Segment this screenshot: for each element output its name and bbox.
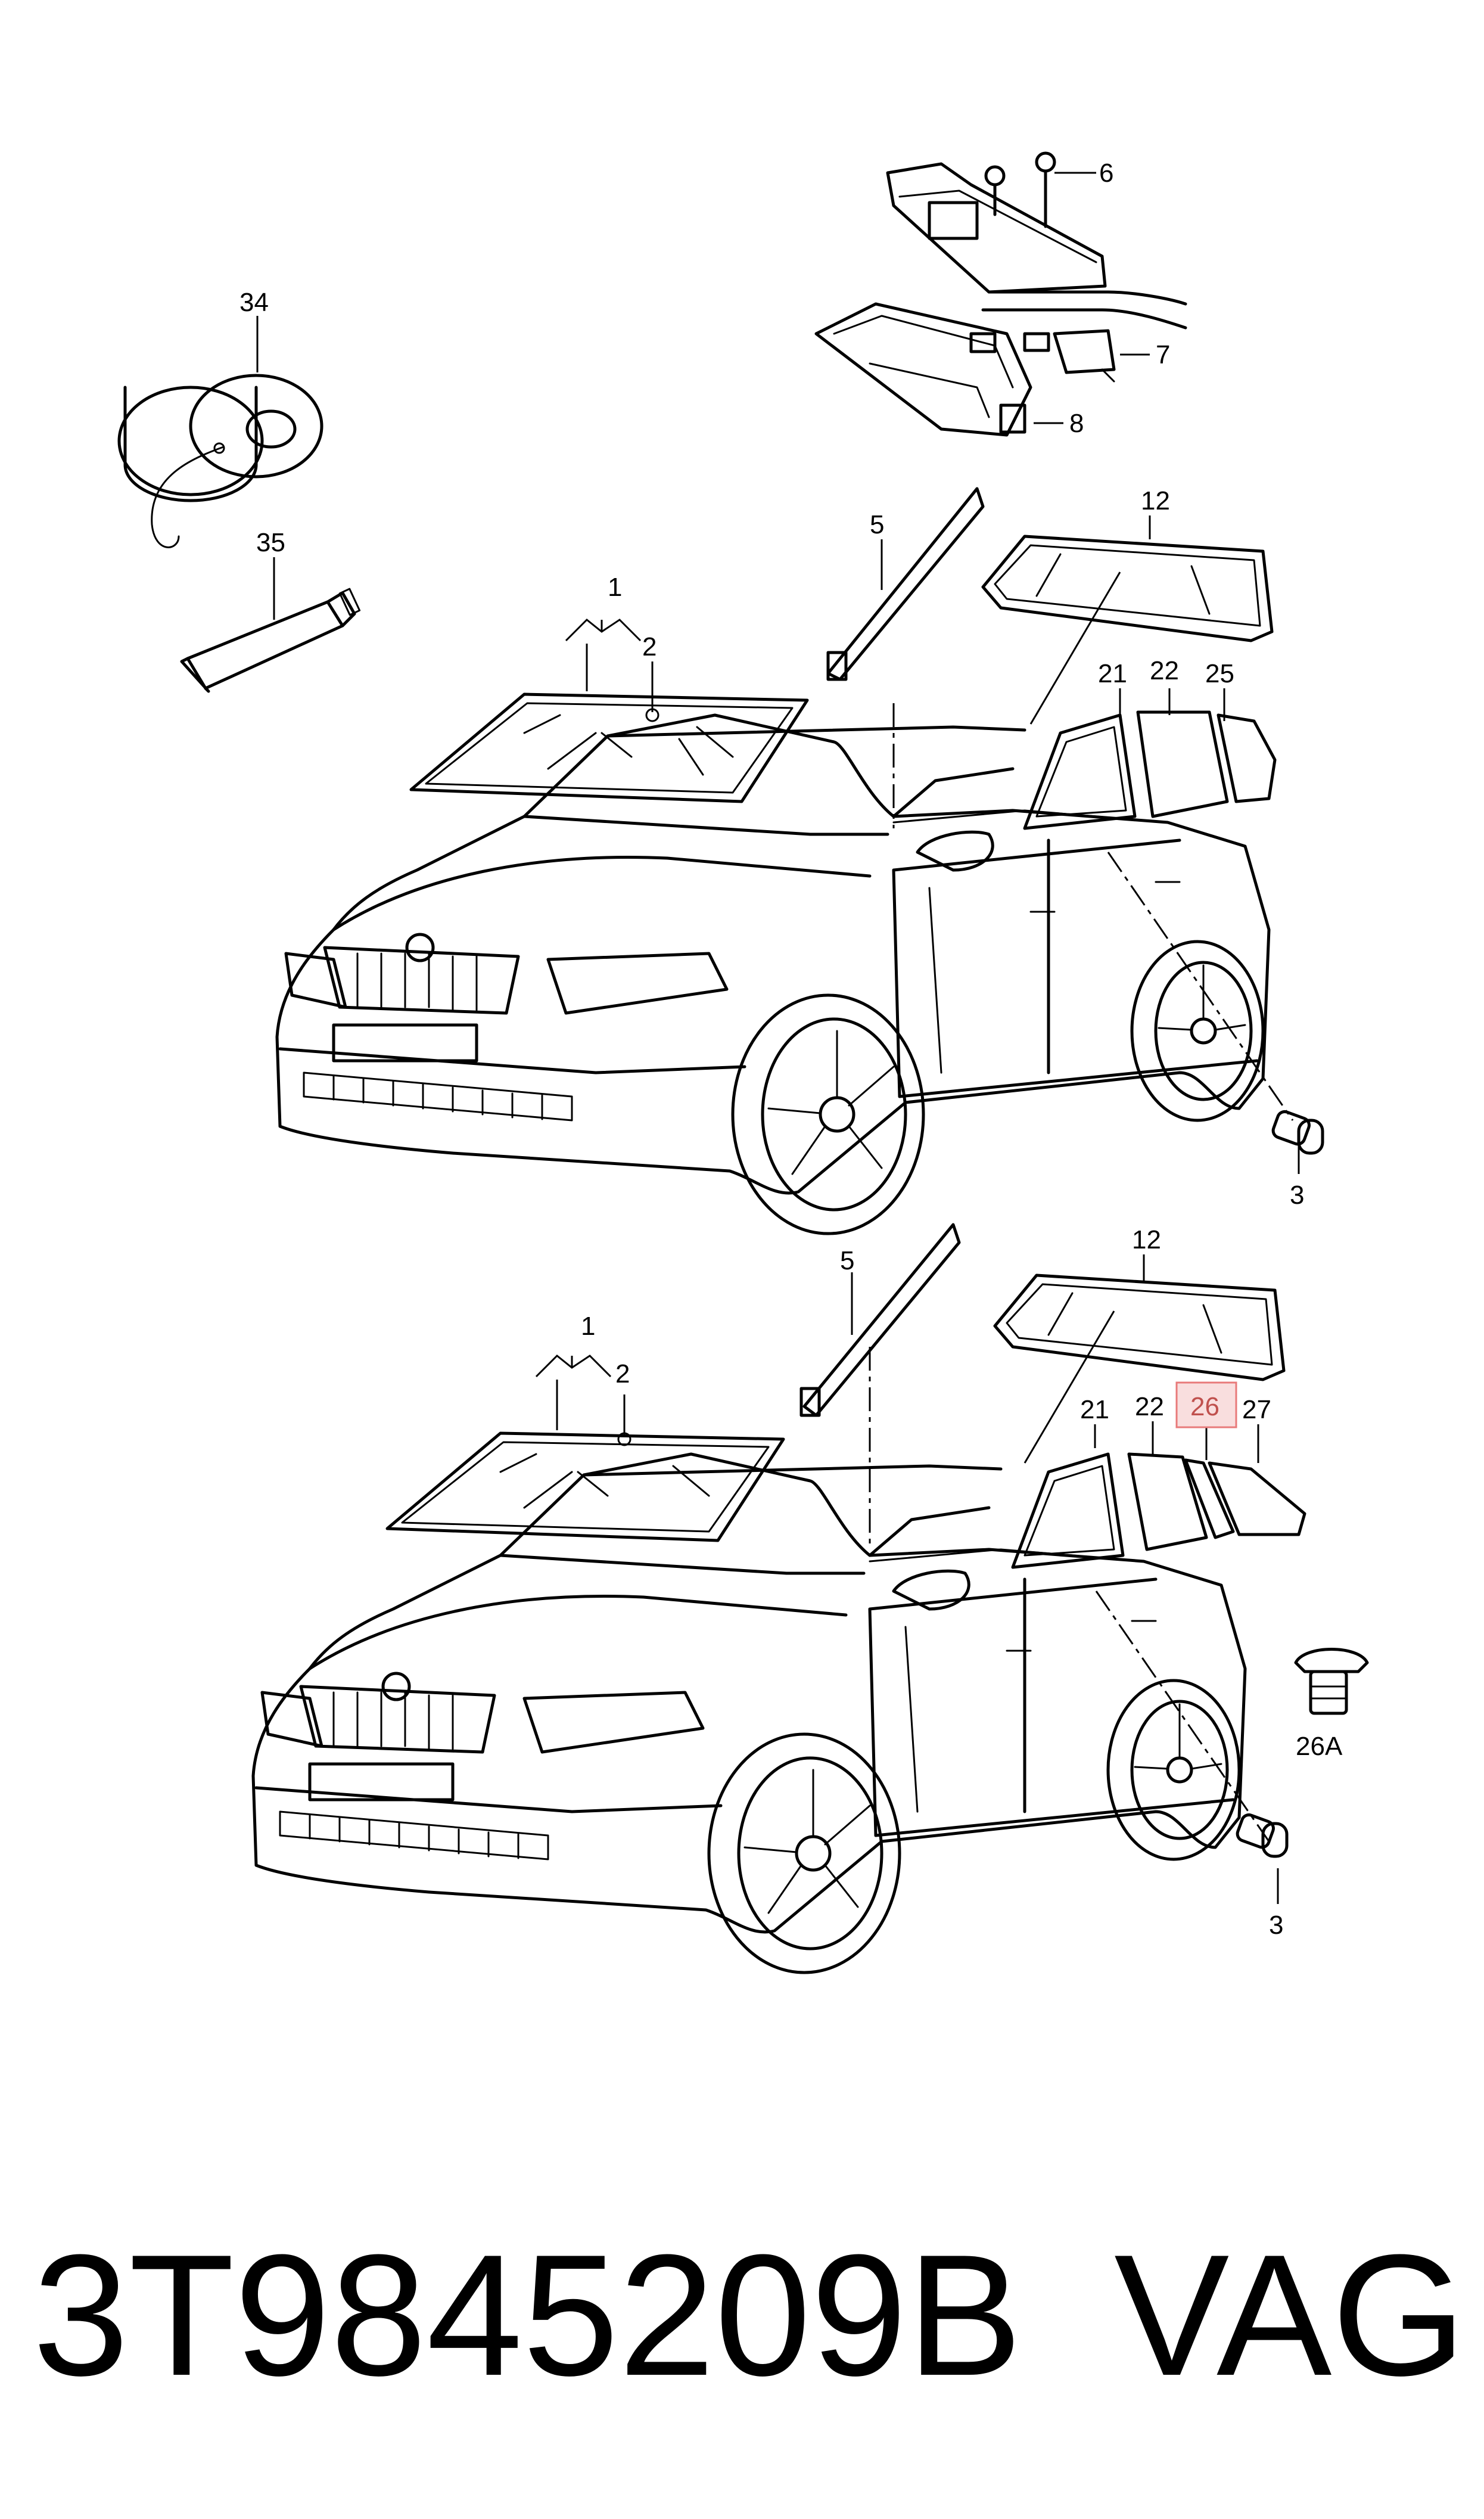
label-lower-12: 12 [1132,1225,1161,1254]
part-7-connector [1023,329,1116,383]
leaders-upper [565,487,1300,1174]
car-upper [275,535,1324,1235]
part-6-screws-cover [886,151,1187,330]
label-upper-12: 12 [1141,486,1170,515]
parts-diagram: 34 35 6 7 8 [117,151,1369,1974]
label-lower-3: 3 [1269,1911,1283,1940]
label-lower-27: 27 [1242,1395,1271,1424]
label-lower-1: 1 [581,1312,595,1341]
label-7: 7 [1156,340,1170,369]
part-number: 3T9845209B [33,2219,1022,2412]
label-upper-2: 2 [642,632,657,661]
label-26a: 26A [1296,1732,1343,1761]
label-upper-3: 3 [1290,1181,1304,1210]
label-lower-5: 5 [840,1246,854,1275]
part-34-tape-roll [117,374,323,548]
part-3-clip-upper [1271,1110,1324,1155]
label-lower-22: 22 [1135,1392,1164,1421]
highlight-box-26 [1175,1381,1237,1428]
label-upper-25: 25 [1205,659,1234,688]
label-34: 34 [239,288,269,317]
label-lower-26: 26 [1190,1392,1219,1421]
label-upper-1: 1 [608,573,622,602]
part-8-mount-bracket [814,302,1032,437]
label-upper-22: 22 [1150,656,1179,685]
label-upper-21: 21 [1098,659,1127,688]
label-6: 6 [1099,159,1113,188]
label-lower-2: 2 [615,1359,630,1389]
windshield-upper [409,692,809,803]
part-3-clip-lower [1236,1813,1289,1858]
part-35-glue-tube [180,588,361,693]
label-8: 8 [1069,409,1084,438]
leaders-lower [535,1223,1279,1904]
label-upper-5: 5 [870,510,884,539]
part-26a-clip [1294,1648,1369,1715]
label-35: 35 [256,528,285,557]
brand-name: VAG [1114,2219,1466,2412]
label-lower-21: 21 [1080,1395,1109,1424]
car-lower [251,1274,1306,1974]
